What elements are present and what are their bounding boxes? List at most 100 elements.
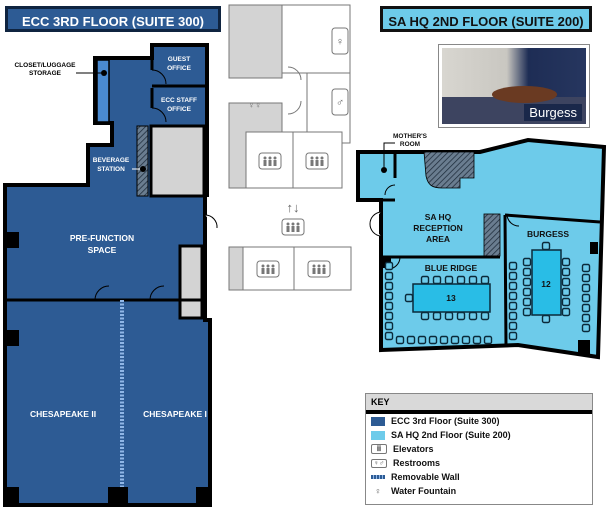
chair-icon: [444, 275, 454, 285]
chair-icon: [483, 335, 493, 345]
chair-icon: [384, 261, 394, 271]
ecc-floor-title: ECC 3RD FLOOR (SUITE 300): [5, 6, 221, 32]
chair-icon: [468, 275, 478, 285]
chair-icon: [432, 275, 442, 285]
key-title: KEY: [366, 394, 592, 414]
chair-icon: [561, 307, 571, 317]
chair-icon: [581, 283, 591, 293]
elevator-icon: ⅲ: [371, 444, 387, 454]
chair-icon: [508, 321, 518, 331]
key-item-removable-wall: Removable Wall: [366, 470, 592, 484]
chair-icon: [420, 275, 430, 285]
chair-icon: [508, 301, 518, 311]
chair-icon: [384, 301, 394, 311]
closet-storage: [96, 59, 110, 123]
chair-icon: [384, 291, 394, 301]
chair-icon: [395, 335, 405, 345]
chair-icon: [561, 297, 571, 307]
chair-icon: [561, 267, 571, 277]
elevator-icon: [281, 218, 305, 236]
chair-icon: [581, 293, 591, 303]
sahq-floor-title: SA HQ 2ND FLOOR (SUITE 200): [380, 6, 592, 32]
chair-icon: [480, 311, 490, 321]
chair-icon: [522, 297, 532, 307]
chair-icon: [444, 311, 454, 321]
chair-icon: [508, 271, 518, 281]
key-item-sahq: SA HQ 2nd Floor (Suite 200): [366, 428, 592, 442]
entry-door-icon: [204, 214, 218, 229]
building-core: [228, 4, 352, 291]
label-chesapeake-i: CHESAPEAKE I: [143, 409, 207, 419]
chair-icon: [384, 331, 394, 341]
key-item-water-fountain: ♀Water Fountain: [366, 484, 592, 498]
blue-ridge-capacity: 13: [446, 293, 456, 303]
elevator-icon: [305, 152, 329, 170]
chair-icon: [456, 311, 466, 321]
label-burgess: BURGESS: [527, 229, 569, 239]
chair-icon: [450, 335, 460, 345]
water-fountain-icon: ♀: [374, 486, 382, 496]
map-key: KEY ECC 3rd Floor (Suite 300) SA HQ 2nd …: [365, 393, 593, 505]
ecc-swatch: [371, 416, 385, 426]
restroom-icon: ♀♂: [371, 458, 387, 468]
chair-icon: [581, 313, 591, 323]
chair-icon: [581, 263, 591, 273]
label-chesapeake-ii: CHESAPEAKE II: [30, 409, 96, 419]
key-item-ecc: ECC 3rd Floor (Suite 300): [366, 414, 592, 428]
chair-icon: [522, 277, 532, 287]
mens-restroom-icon: ♂: [336, 97, 344, 109]
chair-icon: [541, 241, 551, 251]
chair-icon: [384, 311, 394, 321]
chair-icon: [508, 311, 518, 321]
chair-icon: [508, 261, 518, 271]
chair-icon: [522, 287, 532, 297]
chair-icon: [461, 335, 471, 345]
chair-icon: [406, 335, 416, 345]
chair-icon: [508, 331, 518, 341]
chair-icon: [428, 335, 438, 345]
chair-icon: [541, 314, 551, 324]
beverage-counter: [136, 125, 149, 197]
chair-icon: [384, 321, 394, 331]
chair-icon: [581, 273, 591, 283]
burgess-capacity: 12: [541, 279, 551, 289]
chair-icon: [468, 311, 478, 321]
chair-icon: [432, 311, 442, 321]
chair-icon: [417, 335, 427, 345]
chair-icon: [508, 281, 518, 291]
chair-icon: [472, 335, 482, 345]
photo-caption: Burgess: [524, 104, 582, 121]
chair-icon: [522, 307, 532, 317]
chair-icon: [480, 275, 490, 285]
chair-icon: [384, 281, 394, 291]
key-item-restrooms: ♀♂Restrooms: [366, 456, 592, 470]
chair-icon: [404, 293, 414, 303]
chair-icon: [561, 287, 571, 297]
reception-desk: [423, 151, 475, 189]
sahq-swatch: [371, 430, 385, 440]
womens-restroom-icon: ♀: [336, 36, 344, 48]
chair-icon: [439, 335, 449, 345]
chair-icon: [561, 257, 571, 267]
elevator-icon: [256, 260, 280, 278]
chair-icon: [561, 277, 571, 287]
service-area: [149, 124, 206, 198]
chair-icon: [456, 275, 466, 285]
chair-icon: [508, 291, 518, 301]
chair-icon: [581, 323, 591, 333]
chair-icon: [384, 271, 394, 281]
chair-icon: [581, 303, 591, 313]
label-blue-ridge: BLUE RIDGE: [425, 263, 478, 273]
elevator-icon: [307, 260, 331, 278]
